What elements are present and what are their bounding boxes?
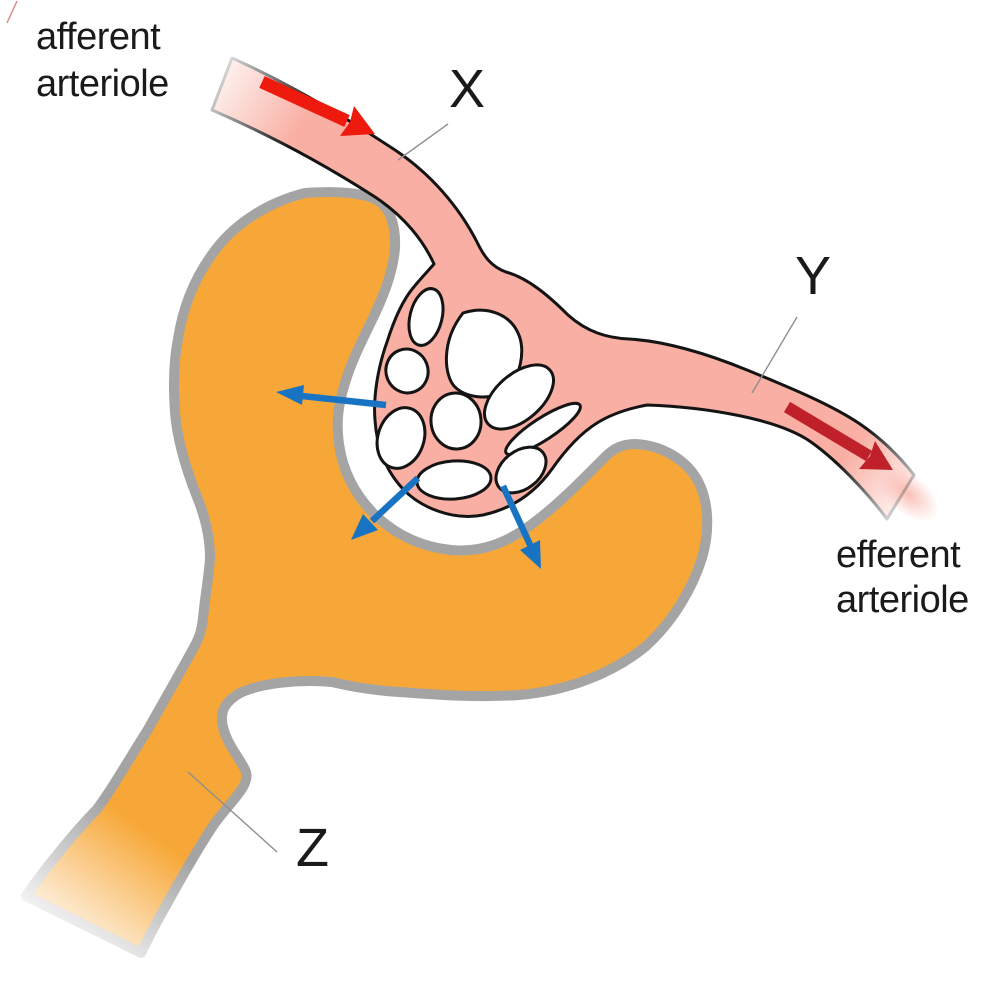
efferent-arteriole-label-line1: efferent (836, 534, 961, 576)
afferent-flow-arrow-icon (259, 76, 375, 136)
capillary-lumen (494, 445, 548, 495)
filtration-arrowhead-downright-icon (520, 540, 541, 569)
capillary-lumen (483, 363, 555, 431)
glomerular-capillary-lumens (375, 287, 582, 501)
capillary-lumen (375, 406, 427, 470)
capillary-lumen (407, 287, 445, 347)
afferent-flow-arrow-shaft (259, 76, 350, 127)
leader-line-y (751, 316, 798, 394)
filtration-arrowhead-downleft-icon (351, 514, 378, 540)
marker-y: Y (795, 246, 832, 306)
marker-z: Z (296, 818, 329, 878)
afferent-arteriole-label: afferent arteriole (36, 14, 169, 108)
corner-tick-mark (6, 0, 18, 24)
filtration-arrow-downleft-shaft (369, 475, 421, 524)
leader-line-z (187, 771, 278, 853)
marker-x: X (449, 59, 486, 119)
filtration-arrow-downright-shaft (500, 484, 535, 551)
efferent-flow-arrow-icon (783, 401, 893, 470)
capillary-lumen (384, 347, 430, 395)
filtration-arrows (276, 385, 541, 569)
afferent-arteriole-label-line2: arteriole (36, 63, 169, 105)
efferent-flow-arrowhead-icon (859, 441, 893, 470)
efferent-flow-arrow-shaft (783, 401, 873, 462)
afferent-flow-arrowhead-icon (340, 106, 375, 136)
filtration-arrow-left-shaft (301, 392, 387, 409)
capillary-lumen (429, 391, 483, 451)
bowmans-capsule-and-tubule (21, 187, 713, 958)
efferent-arteriole-label-line2: arteriole (836, 579, 969, 621)
efferent-arteriole-label: efferent arteriole (836, 533, 969, 623)
afferent-arteriole-label-line1: afferent (36, 16, 161, 58)
afferent-glomerulus-efferent-vessel (210, 56, 916, 521)
leader-line-x (397, 123, 449, 161)
filtration-arrowhead-left-icon (276, 385, 304, 405)
capillary-lumen (504, 401, 582, 457)
